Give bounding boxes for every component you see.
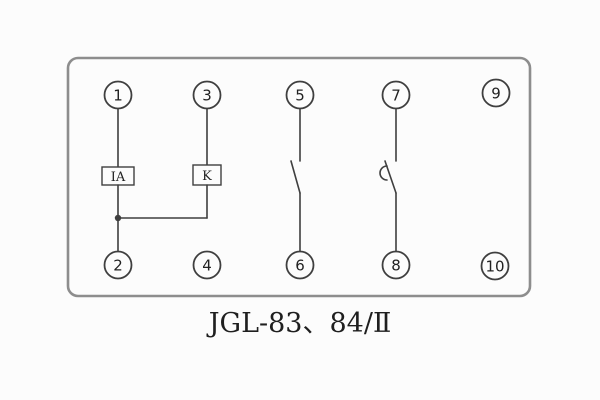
terminal-3: 3 (192, 80, 222, 110)
terminal-3-circle (192, 80, 222, 110)
terminal-6-number: 6 (295, 257, 305, 275)
terminal-5: 5 (285, 80, 315, 110)
terminal-1: 1 (103, 80, 133, 110)
terminal-6-circle (285, 250, 315, 280)
branch-3-4: K (117, 107, 222, 219)
terminal-2: 2 (103, 250, 133, 280)
terminal-2-circle (103, 250, 133, 280)
branch-1-2: IA (101, 107, 135, 253)
terminal-10-circle (480, 251, 510, 281)
contact-blade-5-6 (290, 160, 301, 194)
switch-5-6 (290, 107, 301, 253)
terminal-8-number: 8 (391, 257, 401, 275)
terminal-2-number: 2 (113, 257, 123, 275)
terminal-5-circle (285, 80, 315, 110)
terminal-9-number: 9 (491, 85, 501, 103)
terminal-9: 9 (481, 78, 511, 108)
terminal-4-circle (192, 250, 222, 280)
terminal-4: 4 (192, 250, 222, 280)
terminal-10-number: 10 (485, 258, 504, 276)
terminal-8-circle (381, 250, 411, 280)
terminal-1-circle (103, 80, 133, 110)
terminal-3-number: 3 (202, 87, 212, 105)
terminal-7: 7 (381, 80, 411, 110)
terminal-4-number: 4 (202, 257, 212, 275)
diagram-caption: JGL-83、84/Ⅱ (206, 308, 392, 339)
relay-case-outline (66, 56, 532, 298)
coil-label-IA: IA (111, 170, 126, 185)
terminal-5-number: 5 (295, 87, 305, 105)
terminal-9-circle (481, 78, 511, 108)
terminal-8: 8 (381, 250, 411, 280)
terminal-7-number: 7 (391, 87, 401, 105)
contact-hook-arc (379, 165, 388, 181)
terminal-1-number: 1 (113, 87, 123, 105)
switch-7-8 (379, 107, 397, 253)
terminal-6: 6 (285, 250, 315, 280)
terminal-10: 10 (480, 251, 510, 281)
coil-label-K: K (202, 169, 212, 184)
terminal-7-circle (381, 80, 411, 110)
